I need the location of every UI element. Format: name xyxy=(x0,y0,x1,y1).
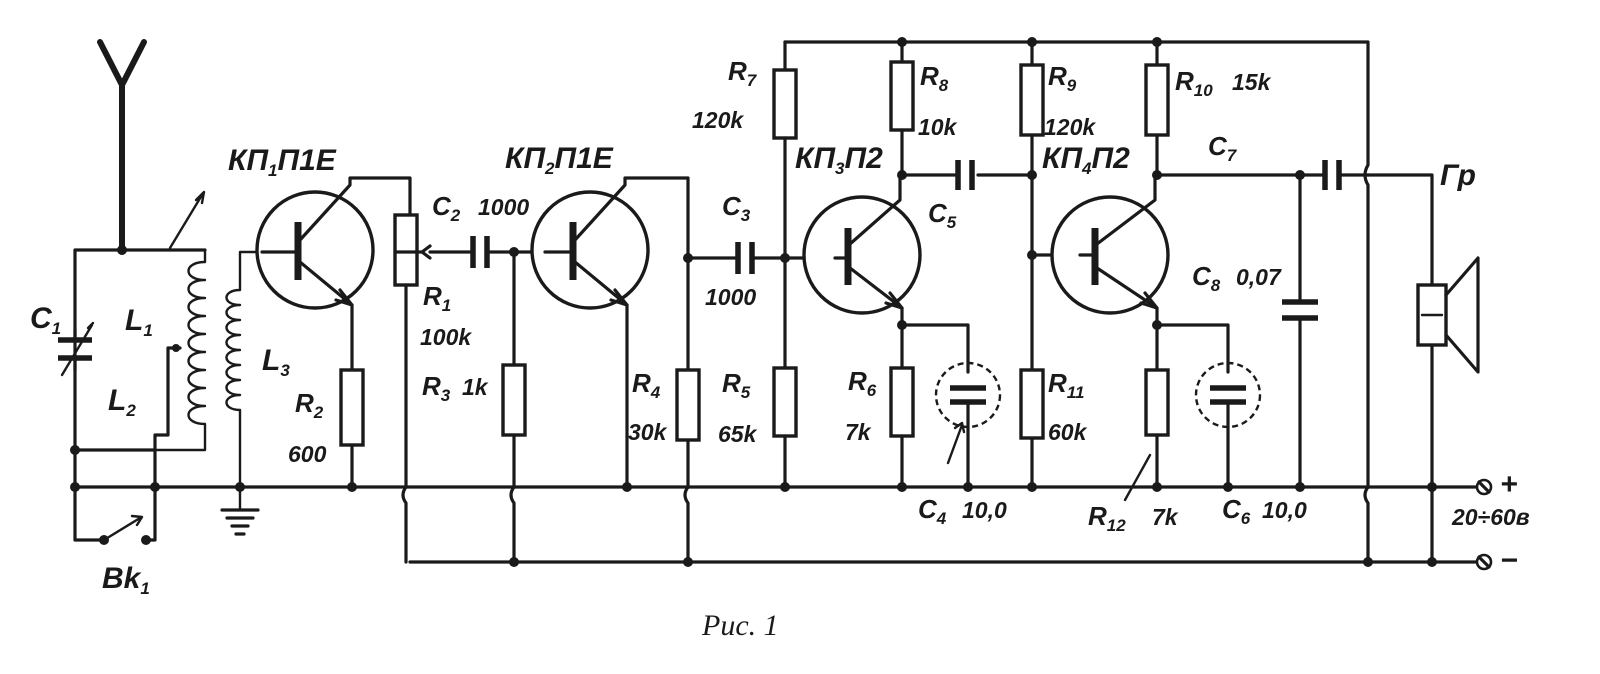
resistor-r2 xyxy=(339,368,365,489)
value-r7: 120k xyxy=(692,107,744,133)
resistor-r5 xyxy=(772,366,798,489)
value-r11: 60k xyxy=(1048,419,1088,445)
capacitor-c6 xyxy=(1194,361,1262,489)
resistor-r1 xyxy=(393,213,432,564)
label-r11: R11 xyxy=(1048,368,1084,402)
label-c8: C8 xyxy=(1192,261,1221,295)
resistor-r3 xyxy=(501,250,527,564)
capacitor-c1 xyxy=(58,337,92,361)
value-r3: 1k xyxy=(462,374,489,400)
label-c1: C1 xyxy=(30,302,61,338)
label-r8: R8 xyxy=(920,61,949,95)
transistor-kp4 xyxy=(1050,173,1170,372)
label-switch: Bk1 xyxy=(102,562,150,598)
junctions xyxy=(70,37,1437,567)
label-r12: R12 xyxy=(1088,501,1126,535)
power-rails xyxy=(73,40,1493,571)
label-c5: C5 xyxy=(928,198,957,232)
value-r4: 30k xyxy=(628,419,668,445)
coil-l3 xyxy=(225,250,264,512)
label-l3: L3 xyxy=(262,344,290,380)
resistor-r8 xyxy=(889,40,1034,177)
label-r3: R3 xyxy=(422,371,451,405)
value-r2: 600 xyxy=(288,441,327,467)
label-kp3: КП3П2 xyxy=(795,142,883,178)
transistor-kp3 xyxy=(802,173,922,370)
resistor-r7 xyxy=(772,40,798,370)
label-r5: R5 xyxy=(722,368,751,402)
label-l2: L2 xyxy=(108,384,136,420)
label-r7: R7 xyxy=(728,56,758,90)
l3-coupling xyxy=(220,250,264,536)
capacitor-c3 xyxy=(686,242,837,274)
transistor-kp2 xyxy=(530,176,690,564)
resistor-r9 xyxy=(1019,40,1045,372)
label-r9: R9 xyxy=(1048,61,1077,95)
label-r4: R4 xyxy=(632,368,661,402)
input-circuit xyxy=(58,39,207,545)
top-supply-rail xyxy=(783,40,1370,564)
label-minus: − xyxy=(1500,544,1518,577)
label-c6: C6 xyxy=(1222,494,1251,528)
label-c4: C4 xyxy=(918,494,947,528)
label-l1: L1 xyxy=(125,304,153,340)
capacitor-c7 xyxy=(1322,160,1342,190)
label-r6: R6 xyxy=(848,366,877,400)
label-r1: R1 xyxy=(423,281,451,315)
label-c2: C2 xyxy=(432,191,461,225)
resistor-r4 xyxy=(675,368,701,442)
value-c2: 1000 xyxy=(478,194,529,220)
capacitor-c5 xyxy=(955,160,975,190)
value-r6: 7k xyxy=(845,419,872,445)
capacitor-c2 xyxy=(428,236,547,268)
value-r9: 120k xyxy=(1044,114,1096,140)
value-r10: 15k xyxy=(1232,69,1272,95)
speaker-icon xyxy=(1366,173,1480,564)
label-plus: + xyxy=(1500,468,1518,501)
label-r10: R10 xyxy=(1175,66,1213,100)
capacitor-c8 xyxy=(1282,173,1318,489)
label-c3: C3 xyxy=(722,191,751,225)
label-r2: R2 xyxy=(295,388,324,422)
transistor-kp1 xyxy=(255,176,412,372)
resistor-r6 xyxy=(889,323,970,489)
labels: КП1П1Е КП2П1Е КП3П2 КП4П2 L1 L2 L3 C1 R2… xyxy=(30,56,1530,642)
value-c6: 10,0 xyxy=(1262,497,1307,523)
coil-l1-l2 xyxy=(153,248,207,452)
label-voltage: 20÷60в xyxy=(1451,504,1530,530)
capacitor-c4 xyxy=(934,361,1002,489)
switch-bk1 xyxy=(102,514,144,542)
value-c4: 10,0 xyxy=(962,497,1007,523)
value-r12: 7k xyxy=(1152,504,1179,530)
label-kp2: КП2П1Е xyxy=(505,142,614,178)
label-kp4: КП4П2 xyxy=(1042,142,1130,178)
resistor-r10 xyxy=(1144,40,1370,177)
antenna-icon xyxy=(97,39,147,253)
ground-icon xyxy=(220,508,260,536)
value-r1: 100k xyxy=(420,324,472,350)
label-kp1: КП1П1Е xyxy=(228,144,337,180)
value-r8: 10k xyxy=(918,114,958,140)
figure-caption: Рис. 1 xyxy=(701,609,779,642)
value-c3: 1000 xyxy=(705,284,756,310)
value-c8: 0,07 xyxy=(1236,264,1282,290)
label-c7: C7 xyxy=(1208,131,1238,165)
label-speaker: Гр xyxy=(1440,159,1476,192)
resistor-r12 xyxy=(1123,323,1230,502)
value-r5: 65k xyxy=(718,421,758,447)
